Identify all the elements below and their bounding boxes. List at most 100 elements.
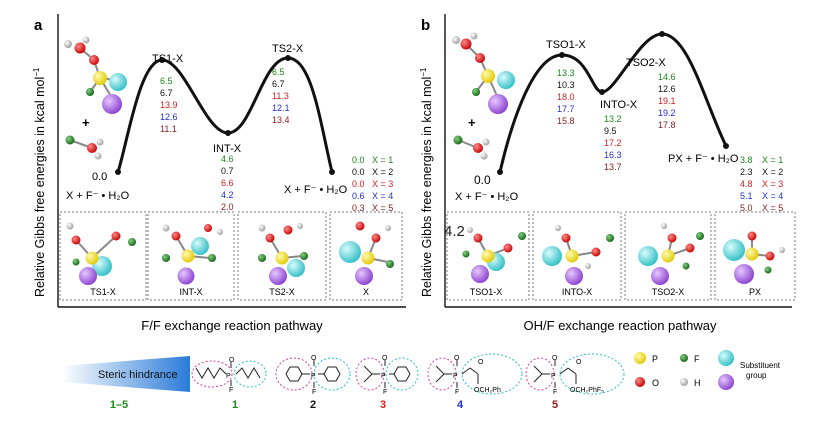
compound-4-group: OCH₂Ph <box>474 387 501 394</box>
x-label-2: X = 2 <box>372 167 393 177</box>
value-x1: 14.6 <box>658 72 676 82</box>
value-x5: 17.8 <box>658 120 676 130</box>
compound-2-f: F <box>312 389 316 396</box>
value-x2: 10.3 <box>557 80 575 90</box>
panel-a-reactant-point <box>115 169 121 175</box>
compound-3-structure <box>355 357 419 391</box>
svg-text:TSO2-X: TSO2-X <box>652 287 685 297</box>
panel-b-into-label: INTO-X <box>600 99 638 111</box>
fluorine-atom-icon <box>680 354 688 362</box>
value-x4: 16.3 <box>604 150 622 160</box>
value-x1: 4.6 <box>221 154 234 164</box>
panel-a-ts2-values: 6.5 6.7 11.3 12.1 13.4 <box>272 67 290 125</box>
panel-b-into-molecule <box>542 225 614 285</box>
panel-a-int-label: INT-X <box>213 143 242 155</box>
panel-b-tso1-molecule <box>462 227 526 283</box>
value-x4: 19.2 <box>658 108 676 118</box>
value-x3: 13.9 <box>160 100 178 110</box>
panel-b-tso2-label: TSO2-X <box>626 57 666 69</box>
panel-b-reactant-molecule: + <box>452 32 515 160</box>
svg-text:X: X <box>363 287 369 297</box>
value-x5: 11.1 <box>160 124 177 134</box>
panel-a-ts1-molecule <box>66 222 136 285</box>
panel-a-structure-boxes: TS1-X INT-X TS2-X X <box>59 211 403 301</box>
panel-b-reactant-value: 0.0 <box>474 173 491 187</box>
value-x2: 0.7 <box>221 166 234 176</box>
svg-text:group: group <box>746 371 767 380</box>
compound-1-f: F <box>229 387 233 394</box>
panel-b-px-molecule <box>723 231 785 284</box>
compound-2-structure <box>275 357 351 391</box>
panel-a-reactant-label: X + F⁻ • H₂O <box>66 190 130 202</box>
panel-a-ts2-point <box>285 55 291 61</box>
compound-5-structure <box>525 353 625 395</box>
x-label-1: X = 1 <box>762 155 783 165</box>
panel-b-structure-boxes: TSO1-X INTO-X TSO2-X PX <box>446 211 796 301</box>
value-x2: 12.6 <box>658 84 676 94</box>
value-x1: 0.0 <box>352 155 365 165</box>
compound-3-p: P <box>381 373 386 380</box>
compound-4-carbonyl-o: O <box>478 359 484 366</box>
value-x3: 6.6 <box>221 178 234 188</box>
compound-2-p: P <box>311 373 316 380</box>
panel-b-px-values: 3.8 2.3 4.8 5.1 5.0 X = 1 X = 2 X = 3 X … <box>740 155 783 213</box>
value-x5: 15.8 <box>557 116 575 126</box>
panel-a-letter: a <box>34 17 43 34</box>
compound-1-p: P <box>226 373 231 380</box>
panel-a-ts1-label: TS1-X <box>152 53 184 65</box>
steric-hindrance-label: Steric hindrance <box>98 369 178 381</box>
panel-a-product-point <box>329 169 335 175</box>
value-x1: 3.8 <box>740 155 753 165</box>
panel-b-letter: b <box>421 17 430 34</box>
svg-text:TSO1-X: TSO1-X <box>470 287 503 297</box>
value-x2: 6.7 <box>160 88 173 98</box>
x-label-1: X = 1 <box>372 155 393 165</box>
value-x5: 0.3 <box>352 203 365 213</box>
structure-box-ts1 <box>59 211 147 301</box>
value-x3: 11.3 <box>272 91 289 101</box>
group-atom-icon <box>718 374 734 390</box>
panel-b-px-label: PX + F⁻ • H₂O <box>668 153 739 165</box>
compound-2-o: O <box>311 355 317 362</box>
x-label-5: X = 5 <box>762 203 783 213</box>
panel-b-tso1-values: 13.3 10.3 18.0 17.7 15.8 <box>557 68 575 126</box>
svg-text:O: O <box>652 378 659 388</box>
structure-box-int <box>147 211 235 301</box>
panel-b-tso2-point <box>659 31 665 37</box>
svg-text:H: H <box>694 378 701 388</box>
panel-b-tso1-point <box>559 52 565 58</box>
panel-a-ts2-molecule <box>258 223 308 285</box>
value-x3: 18.0 <box>557 92 575 102</box>
compound-1-o: O <box>229 357 235 364</box>
panel-a-product-label: X + F⁻ • H₂O <box>284 184 348 196</box>
value-x1: 6.5 <box>160 76 173 86</box>
legend: Steric hindrance 1–5 P O F 1 P O F 2 <box>62 350 781 411</box>
panel-b-reactant-label: X + F⁻ • H₂O <box>455 191 519 203</box>
value-x3: 0.0 <box>352 179 365 189</box>
steric-hindrance-arrow <box>62 356 190 392</box>
panel-a-reactant-value: 0.0 <box>92 171 107 183</box>
compound-5-group: OCH₂PhF₅ <box>570 387 604 394</box>
panel-a-x-molecule <box>339 221 394 285</box>
value-x3: 19.1 <box>658 96 676 106</box>
value-x4: 12.1 <box>272 103 290 113</box>
value-x4: 17.7 <box>557 104 575 114</box>
compound-3-f: F <box>383 389 387 396</box>
structure-box-tso2 <box>624 211 712 301</box>
structure-box-ts2 <box>237 211 327 301</box>
atom-key: P F O H Substituent group <box>634 350 781 390</box>
panel-a-int-molecule <box>162 224 223 285</box>
compound-3-o: O <box>382 355 388 362</box>
value-x5: 13.7 <box>604 162 622 172</box>
value-x4: 12.6 <box>160 112 178 122</box>
svg-text:P: P <box>652 354 658 364</box>
oxygen-atom-icon <box>635 377 645 387</box>
svg-text:+: + <box>82 115 90 130</box>
value-x3: 17.2 <box>604 138 622 148</box>
panel-a-reactant-molecule: + <box>64 36 127 160</box>
panel-a-xlabel: F/F exchange reaction pathway <box>141 318 323 333</box>
svg-text:TS1-X: TS1-X <box>90 287 116 297</box>
x-label-5: X = 5 <box>372 203 393 213</box>
phosphorus-atom-icon <box>634 352 646 364</box>
